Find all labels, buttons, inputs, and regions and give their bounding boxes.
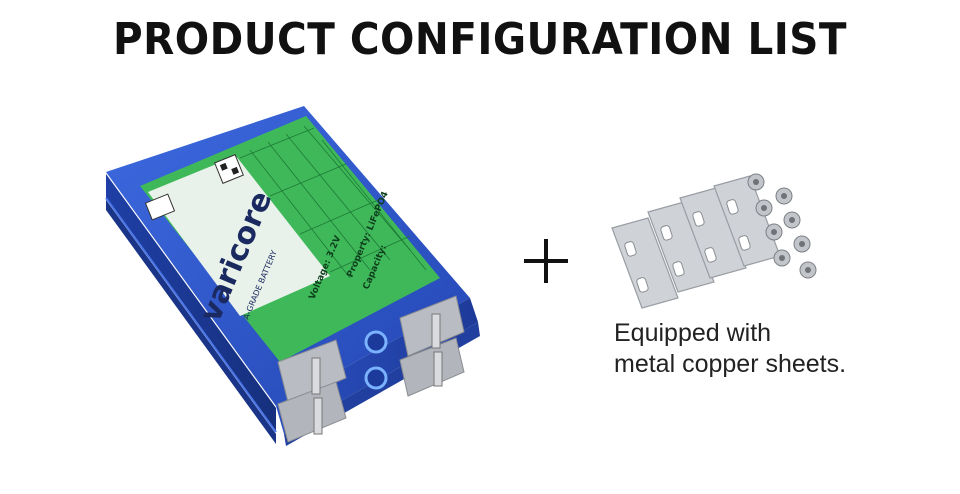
caption-line-1: Equipped with xyxy=(614,319,772,347)
plus-icon xyxy=(524,239,568,283)
caption-line-2: metal copper sheets. xyxy=(614,350,847,378)
battery-cell-image: varicore A-GRADE BATTERY Property: LiFeP… xyxy=(105,106,480,446)
terminal-right xyxy=(399,295,465,397)
copper-sheets-image xyxy=(611,173,817,309)
page-title: PRODUCT CONFIGURATION LIST xyxy=(113,14,847,65)
hex-nuts xyxy=(747,173,817,279)
accessories-caption: Equipped with metal copper sheets. xyxy=(614,318,846,380)
terminal-left xyxy=(277,339,347,443)
